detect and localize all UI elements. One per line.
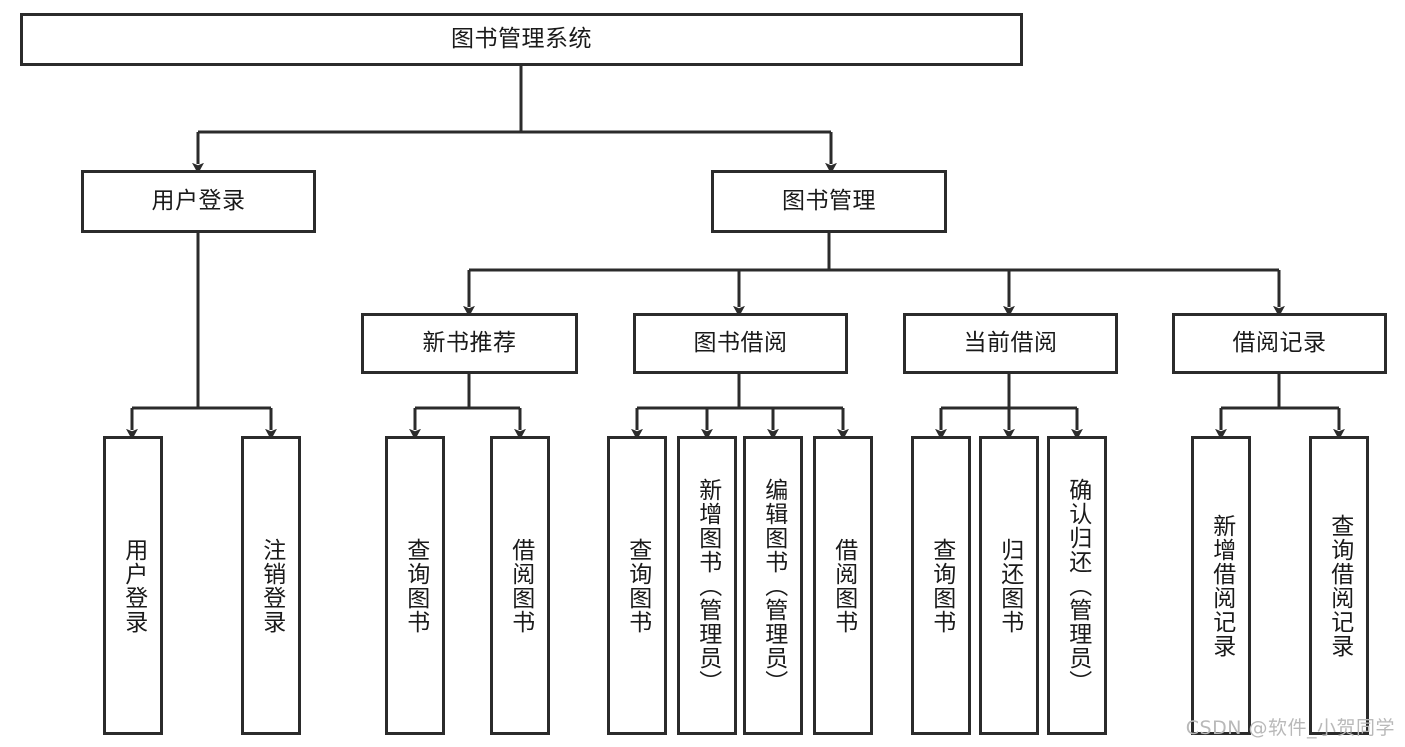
- leaf-query-book-3-label: 查询图书: [928, 537, 955, 634]
- node-book-borrow[interactable]: 图书借阅: [633, 313, 848, 374]
- node-borrow-record[interactable]: 借阅记录: [1172, 313, 1387, 374]
- leaf-borrow-book-2[interactable]: 借阅图书: [813, 436, 873, 735]
- leaf-query-borrow-record-label: 查询借阅记录: [1326, 513, 1353, 658]
- leaf-user-login[interactable]: 用户登录: [103, 436, 163, 735]
- node-borrow-record-label: 借阅记录: [1232, 329, 1327, 356]
- leaf-logout-login-label: 注销登录: [258, 537, 285, 634]
- leaf-confirm-return-admin[interactable]: 确认归还（管理员）: [1047, 436, 1107, 735]
- leaf-add-borrow-record-label: 新增借阅记录: [1208, 513, 1235, 658]
- leaf-query-book-2[interactable]: 查询图书: [607, 436, 667, 735]
- leaf-edit-book-admin[interactable]: 编辑图书（管理员）: [743, 436, 803, 735]
- leaf-query-borrow-record[interactable]: 查询借阅记录: [1309, 436, 1369, 735]
- node-new-book-recommend[interactable]: 新书推荐: [361, 313, 578, 374]
- leaf-user-login-label: 用户登录: [120, 537, 147, 634]
- csdn-watermark: CSDN @软件_小贺同学: [1185, 717, 1395, 739]
- node-root[interactable]: 图书管理系统: [20, 13, 1023, 66]
- leaf-query-book-1-label: 查询图书: [402, 537, 429, 634]
- node-user-login[interactable]: 用户登录: [81, 170, 316, 233]
- leaf-query-book-2-label: 查询图书: [624, 537, 651, 634]
- leaf-edit-book-admin-label: 编辑图书（管理员）: [760, 477, 787, 694]
- node-book-borrow-label: 图书借阅: [693, 329, 788, 356]
- node-current-borrow[interactable]: 当前借阅: [903, 313, 1118, 374]
- leaf-borrow-book-1[interactable]: 借阅图书: [490, 436, 550, 735]
- node-book-management[interactable]: 图书管理: [711, 170, 947, 233]
- leaf-borrow-book-2-label: 借阅图书: [830, 537, 857, 634]
- leaf-return-book[interactable]: 归还图书: [979, 436, 1039, 735]
- leaf-query-book-3[interactable]: 查询图书: [911, 436, 971, 735]
- leaf-add-book-admin[interactable]: 新增图书（管理员）: [677, 436, 737, 735]
- leaf-logout-login[interactable]: 注销登录: [241, 436, 301, 735]
- node-new-book-recommend-label: 新书推荐: [422, 329, 517, 356]
- node-book-management-label: 图书管理: [782, 187, 876, 214]
- leaf-confirm-return-admin-label: 确认归还（管理员）: [1064, 477, 1091, 694]
- node-root-label: 图书管理系统: [451, 25, 592, 52]
- leaf-return-book-label: 归还图书: [996, 537, 1023, 634]
- node-user-login-label: 用户登录: [151, 187, 246, 214]
- leaf-borrow-book-1-label: 借阅图书: [507, 537, 534, 634]
- leaf-add-borrow-record[interactable]: 新增借阅记录: [1191, 436, 1251, 735]
- leaf-query-book-1[interactable]: 查询图书: [385, 436, 445, 735]
- node-current-borrow-label: 当前借阅: [963, 329, 1058, 356]
- leaf-add-book-admin-label: 新增图书（管理员）: [694, 477, 721, 694]
